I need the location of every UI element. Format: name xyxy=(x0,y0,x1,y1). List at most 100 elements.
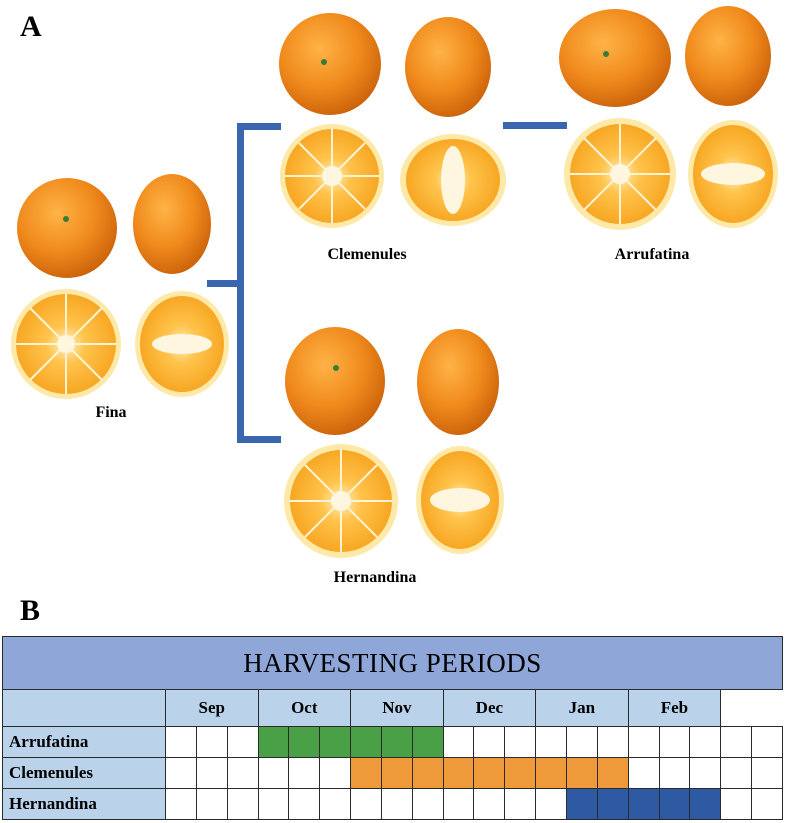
empty-period-cell xyxy=(658,726,691,758)
month-header-corner xyxy=(2,689,166,727)
bracket-fina-stem xyxy=(207,280,239,287)
empty-period-cell xyxy=(288,788,321,820)
harvest-period-cell xyxy=(473,757,506,789)
empty-period-cell xyxy=(442,788,475,820)
empty-period-cell xyxy=(751,788,783,820)
empty-period-cell xyxy=(319,788,352,820)
harvest-period-cell xyxy=(380,757,413,789)
harvest-period-cell xyxy=(257,726,290,758)
empty-period-cell xyxy=(473,788,506,820)
empty-period-cell xyxy=(165,757,197,789)
table-row: Arrufatina xyxy=(2,726,783,758)
clemenules-whole-side-image xyxy=(405,17,491,117)
harvest-period-cell xyxy=(596,757,629,789)
fina-whole-top-image xyxy=(17,178,117,278)
empty-period-cell xyxy=(165,726,197,758)
empty-period-cell xyxy=(689,726,722,758)
harvest-period-cell xyxy=(350,726,382,758)
hernandina-longitudinal-section-image xyxy=(416,446,504,554)
table-title: HARVESTING PERIODS xyxy=(2,636,783,690)
fina-label: Fina xyxy=(95,404,127,421)
harvest-period-cell xyxy=(627,788,660,820)
empty-period-cell xyxy=(350,788,382,820)
harvest-period-cell xyxy=(565,788,598,820)
arrufatina-whole-top-image xyxy=(559,9,671,107)
month-header-jan: Jan xyxy=(535,689,629,727)
harvest-period-cell xyxy=(350,757,382,789)
empty-period-cell xyxy=(720,726,753,758)
harvest-period-cell xyxy=(596,788,629,820)
empty-period-cell xyxy=(195,757,228,789)
empty-period-cell xyxy=(226,788,259,820)
empty-period-cell xyxy=(195,788,228,820)
empty-period-cell xyxy=(288,757,321,789)
empty-period-cell xyxy=(535,726,567,758)
table-title-row: HARVESTING PERIODS xyxy=(2,636,783,690)
empty-period-cell xyxy=(257,757,290,789)
hernandina-cross-section-image xyxy=(284,444,398,558)
harvest-period-cell xyxy=(658,788,691,820)
arrufatina-cross-section-image xyxy=(564,118,676,230)
empty-period-cell xyxy=(411,788,444,820)
empty-period-cell xyxy=(658,757,691,789)
month-header-oct: Oct xyxy=(257,689,352,727)
empty-period-cell xyxy=(751,726,783,758)
row-label: Arrufatina xyxy=(2,726,166,758)
empty-period-cell xyxy=(565,726,598,758)
empty-period-cell xyxy=(535,788,567,820)
fina-cross-section-image xyxy=(11,289,121,399)
empty-period-cell xyxy=(751,757,783,789)
bracket-vertical xyxy=(237,123,244,443)
empty-period-cell xyxy=(442,726,475,758)
panel-a-label: A xyxy=(20,10,42,43)
hernandina-whole-side-image xyxy=(417,329,499,435)
harvest-period-cell xyxy=(535,757,567,789)
empty-period-cell xyxy=(257,788,290,820)
empty-period-cell xyxy=(195,726,228,758)
clemenules-cross-section-image xyxy=(280,124,384,228)
month-header-feb: Feb xyxy=(627,689,722,727)
table-row: Clemenules xyxy=(2,757,783,789)
clemenules-longitudinal-section-image xyxy=(400,134,506,226)
fina-longitudinal-section-image xyxy=(135,291,229,397)
bracket-bottom-arm xyxy=(237,436,281,443)
empty-period-cell xyxy=(226,726,259,758)
empty-period-cell xyxy=(473,726,506,758)
month-header-sep: Sep xyxy=(165,689,259,727)
empty-period-cell xyxy=(226,757,259,789)
empty-period-cell xyxy=(720,757,753,789)
harvest-period-cell xyxy=(288,726,321,758)
empty-period-cell xyxy=(504,788,537,820)
empty-period-cell xyxy=(720,788,753,820)
harvest-period-cell xyxy=(380,726,413,758)
empty-period-cell xyxy=(380,788,413,820)
clemenules-whole-top-image xyxy=(279,13,381,115)
harvest-period-cell xyxy=(442,757,475,789)
month-header-nov: Nov xyxy=(350,689,444,727)
row-label: Hernandina xyxy=(2,788,166,820)
table-row: Hernandina xyxy=(2,788,783,820)
arrufatina-whole-side-image xyxy=(685,6,771,106)
bracket-clemenules-arrufatina xyxy=(503,122,567,129)
month-header-dec: Dec xyxy=(442,689,537,727)
harvest-period-cell xyxy=(411,757,444,789)
harvest-period-cell xyxy=(504,757,537,789)
hernandina-whole-top-image xyxy=(285,327,385,435)
harvest-period-cell xyxy=(565,757,598,789)
empty-period-cell xyxy=(627,757,660,789)
empty-period-cell xyxy=(504,726,537,758)
fina-whole-side-image xyxy=(133,174,211,274)
empty-period-cell xyxy=(165,788,197,820)
empty-period-cell xyxy=(627,726,660,758)
panel-b-label: B xyxy=(20,594,41,627)
arrufatina-label: Arrufatina xyxy=(614,246,690,263)
empty-period-cell xyxy=(319,757,352,789)
harvest-period-cell xyxy=(411,726,444,758)
clemenules-label: Clemenules xyxy=(327,246,407,263)
arrufatina-longitudinal-section-image xyxy=(688,120,778,228)
harvest-period-cell xyxy=(319,726,352,758)
hernandina-label: Hernandina xyxy=(333,569,417,586)
empty-period-cell xyxy=(689,757,722,789)
